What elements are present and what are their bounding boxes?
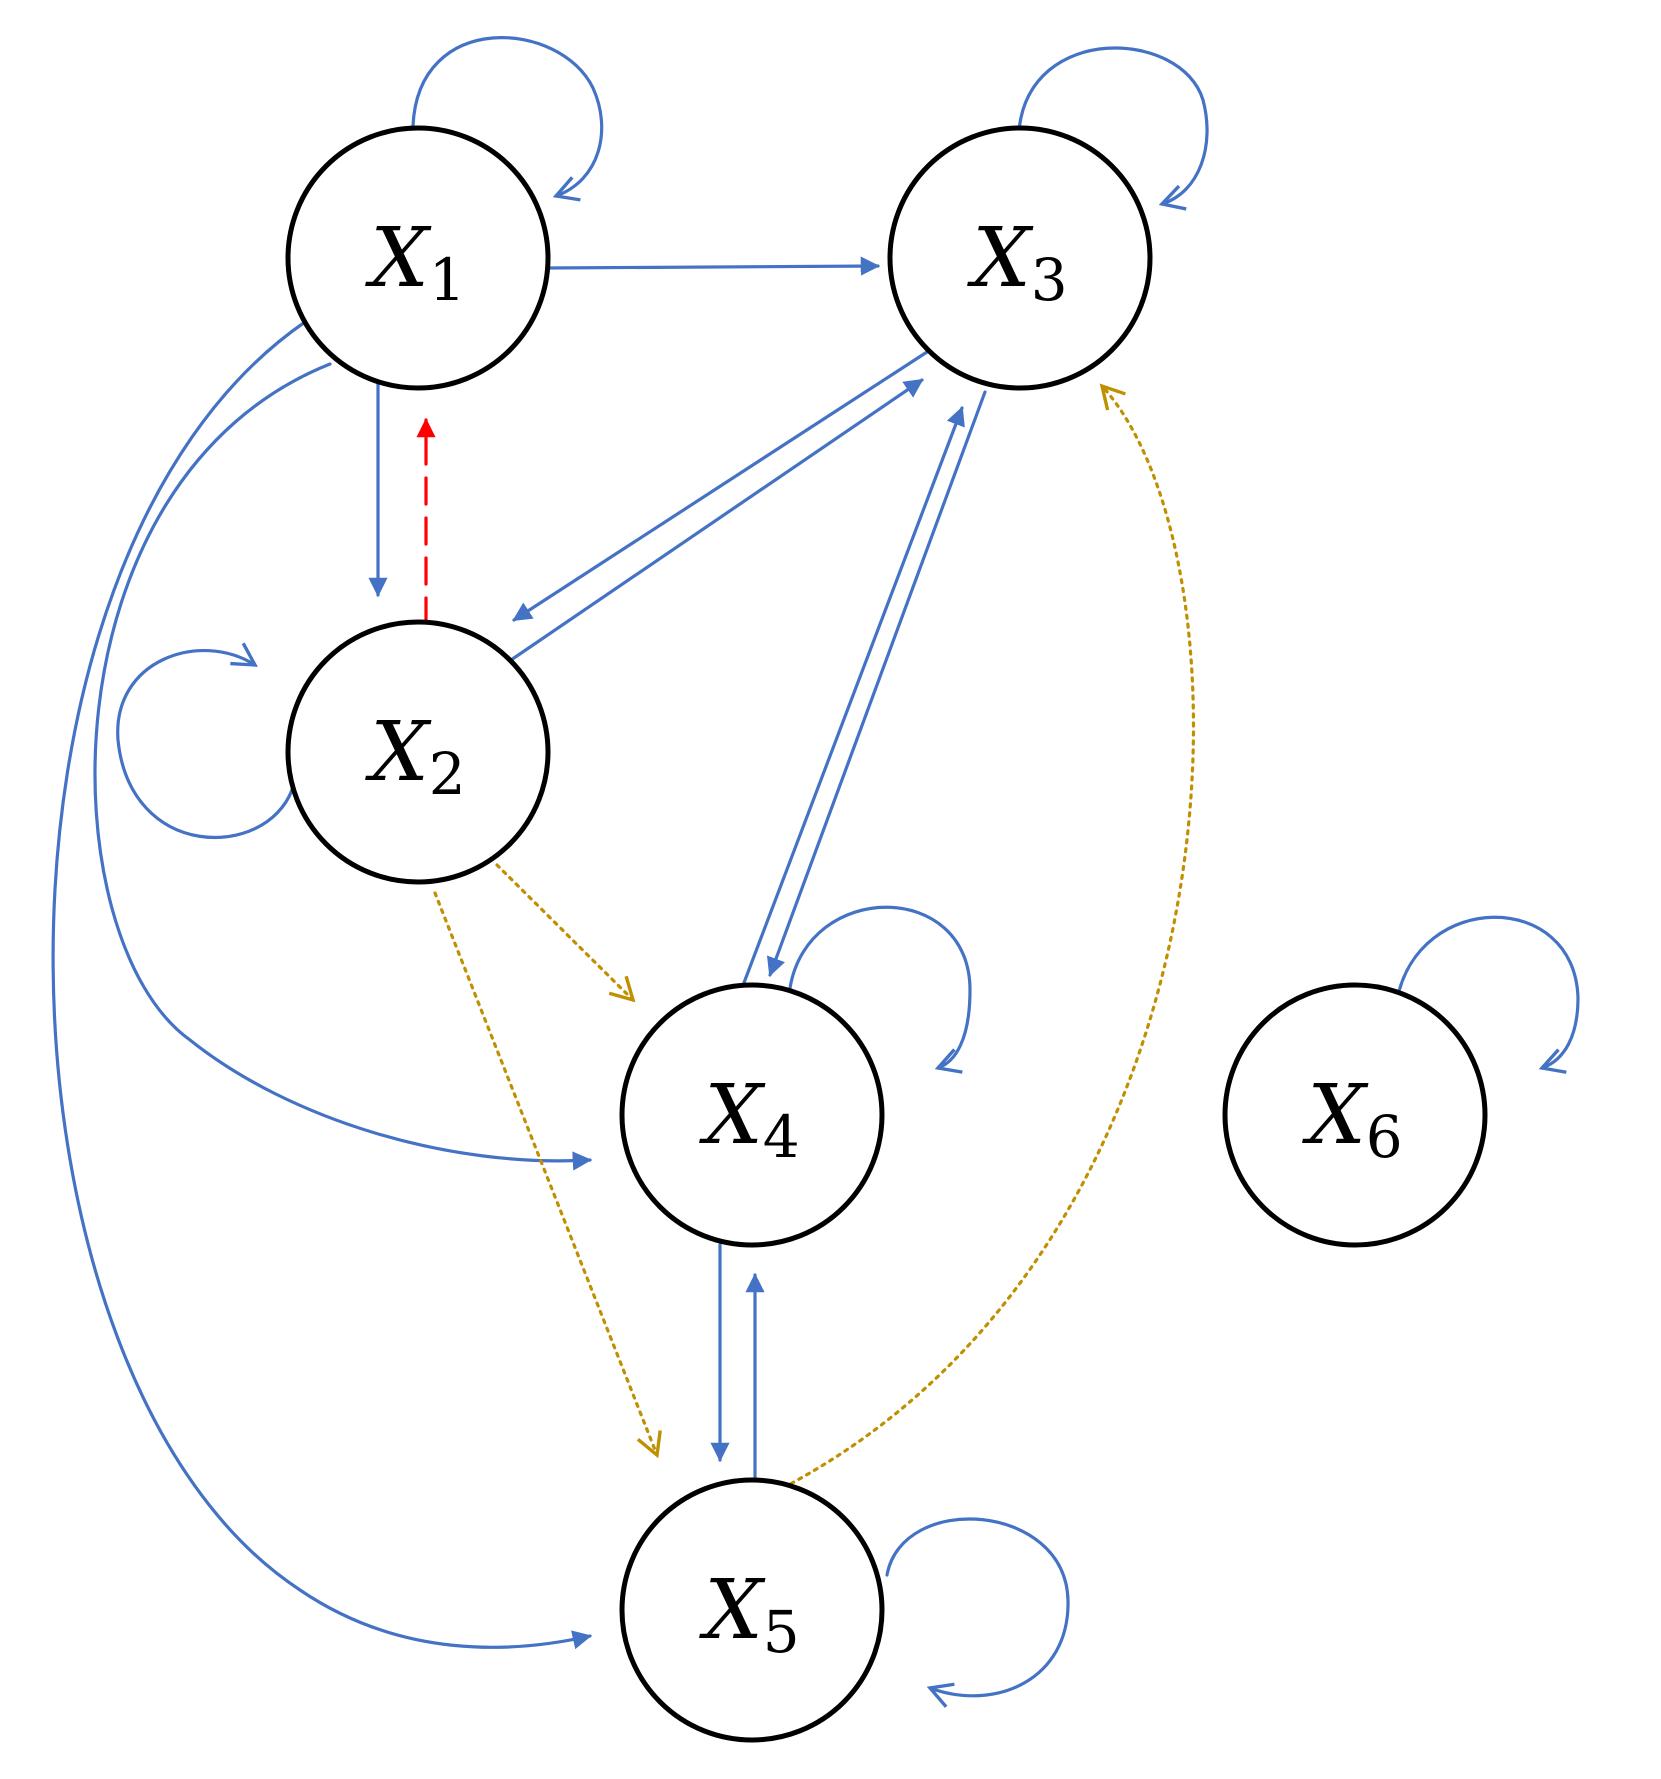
node-x2-label-sub: 2 [429,740,466,808]
node-x1[interactable]: X1 [285,125,551,391]
edge-x4-to-x3 [740,406,965,990]
node-x6-label: X6 [1301,1068,1402,1172]
node-x5-circle [619,1477,885,1743]
self-loop-x5 [885,1517,1070,1708]
self-loops-layer [116,36,1580,1708]
edge-x5-to-x3 [773,383,1196,1494]
node-x5[interactable]: X5 [619,1477,885,1743]
edge-x1-to-x4 [93,362,592,1171]
node-x1-label-sub: 1 [429,246,466,314]
node-x2[interactable]: X2 [285,619,551,885]
node-x3-circle [887,125,1153,391]
self-loop-x4 [788,905,972,1074]
edges-layer [51,256,1196,1650]
node-x3-label: X3 [966,211,1067,315]
self-loop-x3 [1017,46,1209,211]
node-x2-label-base: X [364,705,432,800]
edge-x1-to-x5 [51,320,592,1650]
node-x5-label-sub: 5 [763,1598,800,1666]
node-x5-label: X5 [698,1563,799,1667]
node-x3[interactable]: X3 [887,125,1153,391]
node-x6[interactable]: X6 [1222,982,1488,1248]
node-x3-label-base: X [966,211,1034,306]
edge-x1-to-x3 [545,256,880,276]
self-loop-x1 [411,36,604,202]
node-x1-label: X1 [364,211,465,315]
node-x2-label: X2 [364,705,465,809]
edge-x3-to-x4 [766,390,987,977]
self-loop-x6 [1395,915,1580,1074]
edge-x2-to-x4 [495,863,636,1003]
node-x6-label-base: X [1301,1068,1369,1163]
node-x4-circle [619,982,885,1248]
node-x5-label-base: X [698,1563,766,1658]
node-x3-label-sub: 3 [1031,246,1068,314]
node-x1-label-base: X [364,211,432,306]
node-x2-circle [285,619,551,885]
node-x4-label-sub: 4 [763,1103,800,1171]
node-x4-label-base: X [698,1068,766,1163]
nodes-layer: X1 X2 X3 X4 X5 [285,125,1488,1743]
node-x6-label-sub: 6 [1366,1103,1403,1171]
node-x1-circle [285,125,551,391]
node-x4[interactable]: X4 [619,982,885,1248]
node-x4-label: X4 [698,1068,799,1172]
edge-x3-to-x2 [512,350,929,622]
edge-x2-to-x3 [509,378,924,662]
self-loop-x2 [116,642,294,840]
edge-x2-to-x5 [433,891,662,1459]
node-x6-circle [1222,982,1488,1248]
